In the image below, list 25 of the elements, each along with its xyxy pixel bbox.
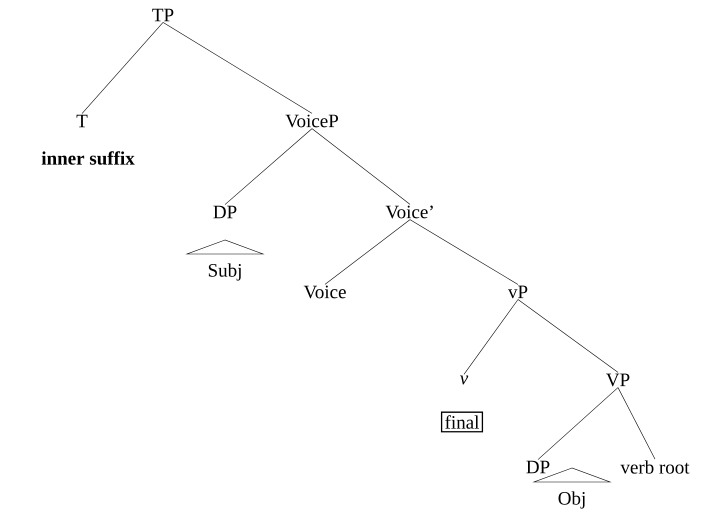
morpheme-box: final (440, 412, 484, 432)
category-label: DP (526, 460, 550, 474)
tree-branch (324, 219, 410, 285)
tree-branch (538, 387, 618, 460)
tree-branch (464, 299, 518, 375)
leaf-label: Obj (558, 491, 585, 509)
category-label: T (76, 114, 88, 128)
tree-branch (518, 299, 618, 373)
tree-branch (618, 387, 656, 460)
category-label: DP (213, 206, 236, 218)
category-label: v (460, 376, 468, 384)
leaf-label: Subj (208, 263, 241, 281)
category-label: TP (152, 8, 174, 22)
category-label: VoiceP (285, 114, 338, 128)
tree-branch (224, 128, 312, 205)
tree-branch (312, 128, 410, 205)
category-label: Voice (304, 286, 346, 298)
tree-branch (410, 219, 518, 285)
category-label: VP (606, 374, 630, 386)
tree-branch (162, 22, 312, 114)
category-label: Voice’ (386, 206, 433, 218)
morpheme-label: inner suffix (42, 151, 135, 165)
category-label: verb root (620, 460, 690, 474)
tree-branch (82, 22, 164, 114)
category-label: vP (508, 286, 528, 298)
